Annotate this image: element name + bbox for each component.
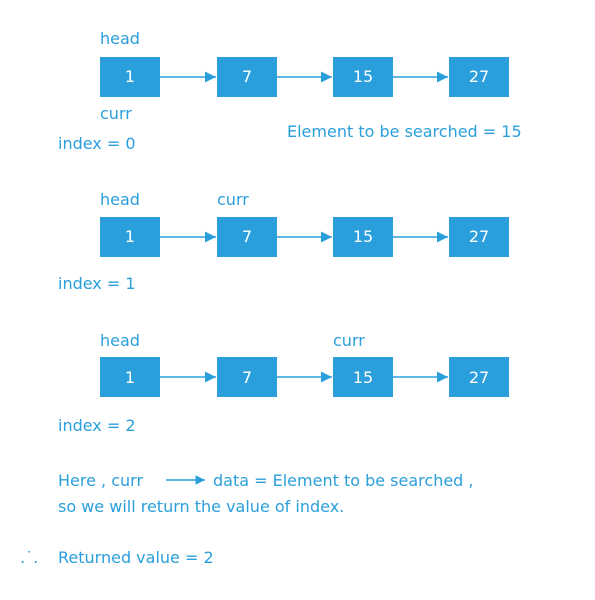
therefore-icon: .˙. [20,548,38,567]
curr-label: curr [333,331,365,350]
step-0: head 1 7 15 27 curr index = 0 Element to… [58,29,522,153]
node-7-box [217,357,277,397]
node-7-value: 7 [242,368,252,387]
node-27-box [449,357,509,397]
step-2: head curr 1 7 15 27 index = 2 [58,331,509,435]
node-27-value: 27 [469,67,489,86]
node-1-box [100,357,160,397]
node-15-value: 15 [353,67,373,86]
index-label: index = 2 [58,416,136,435]
node-27-box [449,57,509,97]
node-7-box [217,57,277,97]
search-note: Element to be searched = 15 [287,122,522,141]
node-15-box [333,57,393,97]
node-15-value: 15 [353,368,373,387]
head-label: head [100,190,140,209]
return-explanation: so we will return the value of index. [58,497,344,516]
node-1-value: 1 [125,227,135,246]
node-1-value: 1 [125,368,135,387]
step-1: head curr 1 7 15 27 index = 1 [58,190,509,293]
node-7-value: 7 [242,227,252,246]
node-7-box [217,217,277,257]
conclusion: Here , curr data = Element to be searche… [20,471,474,567]
node-1-box [100,57,160,97]
node-27-value: 27 [469,368,489,387]
head-label: head [100,29,140,48]
curr-label: curr [217,190,249,209]
node-15-box [333,357,393,397]
node-15-box [333,217,393,257]
node-15-value: 15 [353,227,373,246]
head-label: head [100,331,140,350]
index-label: index = 1 [58,274,136,293]
here-text: Here , curr [58,471,143,490]
node-1-box [100,217,160,257]
condition-text: data = Element to be searched , [213,471,474,490]
node-1-value: 1 [125,67,135,86]
index-label: index = 0 [58,134,136,153]
curr-label: curr [100,104,132,123]
returned-value: Returned value = 2 [58,548,214,567]
node-27-box [449,217,509,257]
node-27-value: 27 [469,227,489,246]
node-7-value: 7 [242,67,252,86]
